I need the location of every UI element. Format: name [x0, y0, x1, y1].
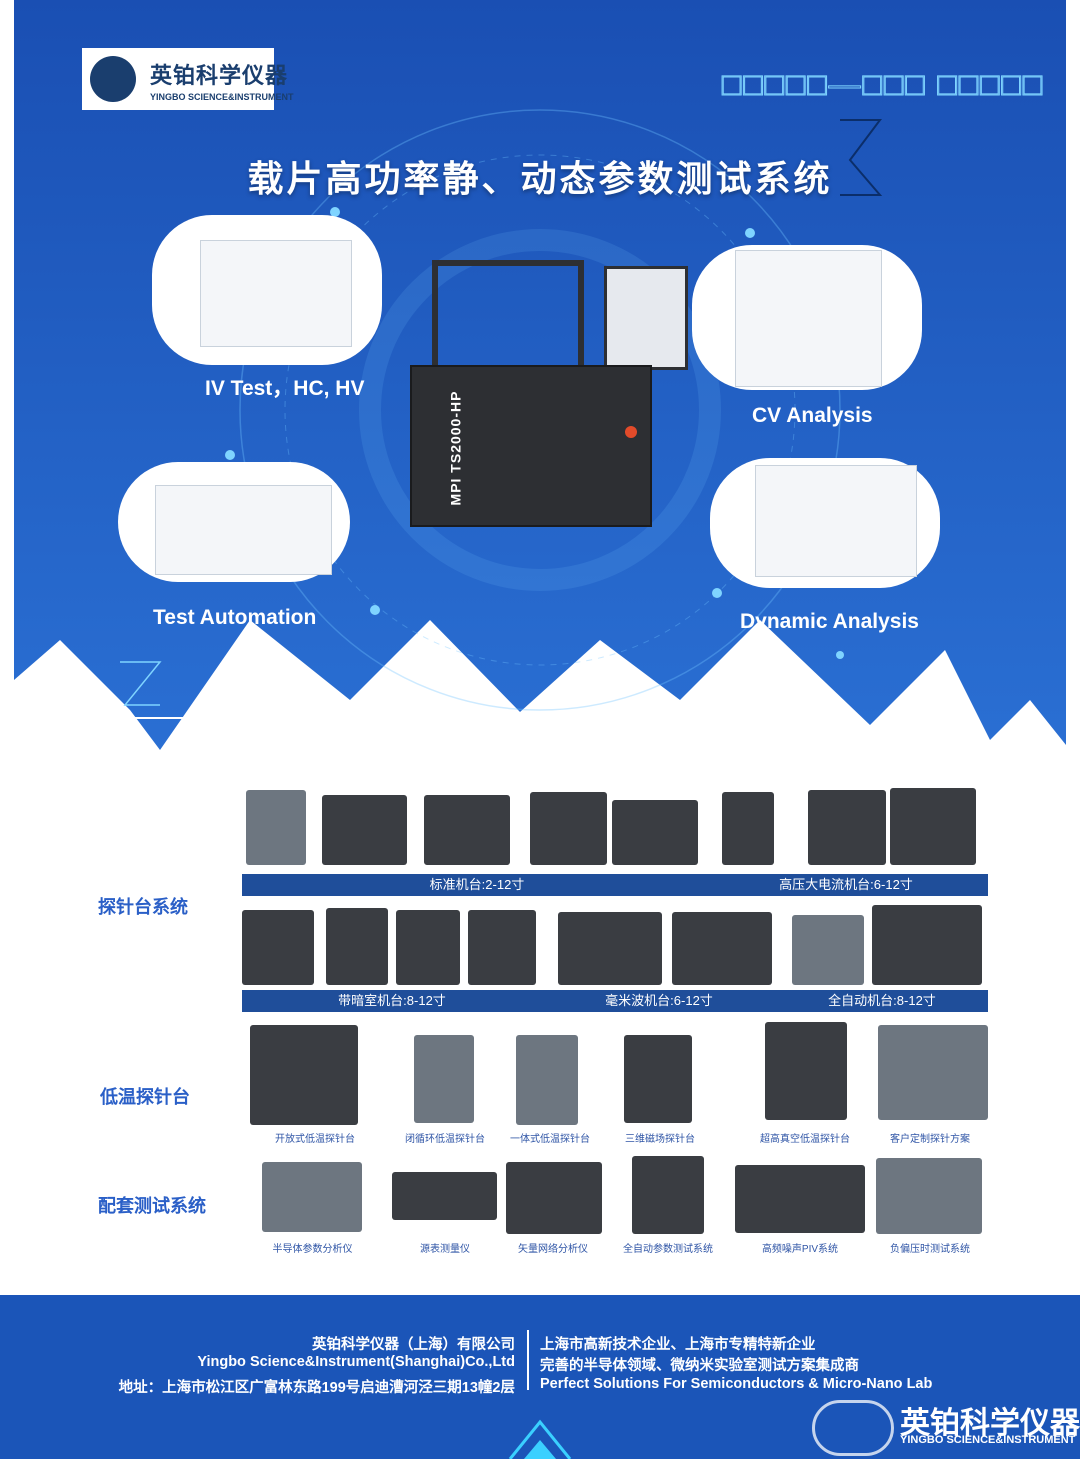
machine-frame	[432, 260, 584, 386]
product-image	[765, 1022, 847, 1120]
product-image	[242, 910, 314, 985]
feature-dynamic-label: Dynamic Analysis	[740, 610, 919, 633]
product-image	[612, 800, 698, 865]
cryo-caption: 一体式低温探针台	[510, 1134, 590, 1145]
footer-tag3: Perfect Solutions For Semiconductors & M…	[540, 1376, 933, 1392]
product-image	[722, 792, 774, 865]
band-auto: 全自动机台:8-12寸	[776, 990, 988, 1012]
footer-background	[0, 1295, 1080, 1459]
iv-chart-thumb	[200, 240, 352, 347]
footer-tag1: 上海市高新技术企业、上海市专精特新企业	[540, 1337, 816, 1353]
footer-chevron-icon	[508, 1419, 572, 1459]
section-label-probe: 探针台系统	[98, 897, 188, 917]
product-image	[558, 912, 662, 985]
product-image	[735, 1165, 865, 1233]
section-label-test: 配套测试系统	[98, 1196, 206, 1216]
machine-body	[410, 365, 652, 527]
test-caption: 负偏压时测试系统	[890, 1244, 970, 1255]
product-image	[414, 1035, 474, 1123]
test-caption: 高频噪声PIV系统	[761, 1244, 839, 1255]
monitor	[604, 266, 688, 370]
product-image	[890, 788, 976, 865]
section-label-cryo: 低温探针台	[100, 1087, 190, 1107]
footer-tag2: 完善的半导体领域、微纳米实验室测试方案集成商	[540, 1358, 859, 1374]
product-image	[424, 795, 510, 865]
cv-chart-thumb	[735, 250, 882, 387]
band-standard: 标准机台:2-12寸	[242, 874, 712, 896]
cryo-caption: 客户定制探针方案	[890, 1134, 970, 1145]
product-image	[322, 795, 407, 865]
logo-text-cn: 英铂科学仪器	[150, 63, 289, 88]
watermark-logo-icon	[812, 1400, 894, 1456]
band-dark-box: 带暗室机台:8-12寸	[242, 990, 542, 1012]
cryo-caption: 三维磁场探针台	[625, 1134, 695, 1145]
automation-thumb	[155, 485, 332, 575]
product-image	[392, 1172, 497, 1220]
test-caption: 源表测量仪	[420, 1244, 470, 1255]
watermark-cn: 英铂科学仪器	[900, 1407, 1080, 1440]
emergency-stop	[625, 426, 637, 438]
watermark-en: YINGBO SCIENCE&INSTRUMENT	[900, 1434, 1076, 1446]
feature-cv-label: CV Analysis	[752, 404, 873, 427]
dynamic-chart-thumb	[755, 465, 917, 577]
footer-address: 地址：上海市松江区广富林东路199号启迪漕河泾三期13幢2层	[118, 1380, 515, 1396]
logo-icon	[90, 56, 136, 102]
product-image	[262, 1162, 362, 1232]
page-title: 载片高功率静、动态参数测试系统	[247, 158, 833, 199]
product-image	[468, 910, 536, 985]
product-image	[876, 1158, 982, 1234]
product-image	[872, 905, 982, 985]
band-high-power: 高压大电流机台:6-12寸	[704, 874, 988, 896]
test-caption: 矢量网络分析仪	[518, 1244, 588, 1255]
feature-automation-label: Test Automation	[153, 606, 317, 629]
product-image	[250, 1025, 358, 1125]
footer-company-en: Yingbo Science&Instrument(Shanghai)Co.,L…	[197, 1354, 515, 1370]
test-caption: 全自动参数测试系统	[623, 1244, 713, 1255]
product-image	[396, 910, 460, 985]
product-image	[792, 915, 864, 985]
product-image	[624, 1035, 692, 1123]
machine-label: MPI TS2000-HP	[447, 390, 464, 506]
product-image	[246, 790, 306, 865]
footer-company-cn: 英铂科学仪器（上海）有限公司	[312, 1337, 515, 1353]
logo-text-en: YINGBO SCIENCE&INSTRUMENT	[150, 92, 294, 102]
product-image	[506, 1162, 602, 1234]
feature-iv-label: IV Test，HC, HV	[205, 377, 365, 400]
product-image	[516, 1035, 578, 1125]
product-image	[808, 790, 886, 865]
product-image	[878, 1025, 988, 1120]
band-mmwave: 毫米波机台:6-12寸	[534, 990, 784, 1012]
product-image	[672, 912, 772, 985]
product-image	[632, 1156, 704, 1234]
test-caption: 半导体参数分析仪	[272, 1244, 353, 1255]
product-image	[326, 908, 388, 985]
footer-divider	[527, 1330, 529, 1390]
product-image	[530, 792, 607, 865]
cryo-caption: 闭循环低温探针台	[405, 1134, 485, 1145]
cryo-caption: 开放式低温探针台	[275, 1134, 355, 1145]
cryo-caption: 超高真空低温探针台	[760, 1134, 850, 1145]
slogan: □□□□□—□□□ □□□□□	[721, 66, 1045, 103]
